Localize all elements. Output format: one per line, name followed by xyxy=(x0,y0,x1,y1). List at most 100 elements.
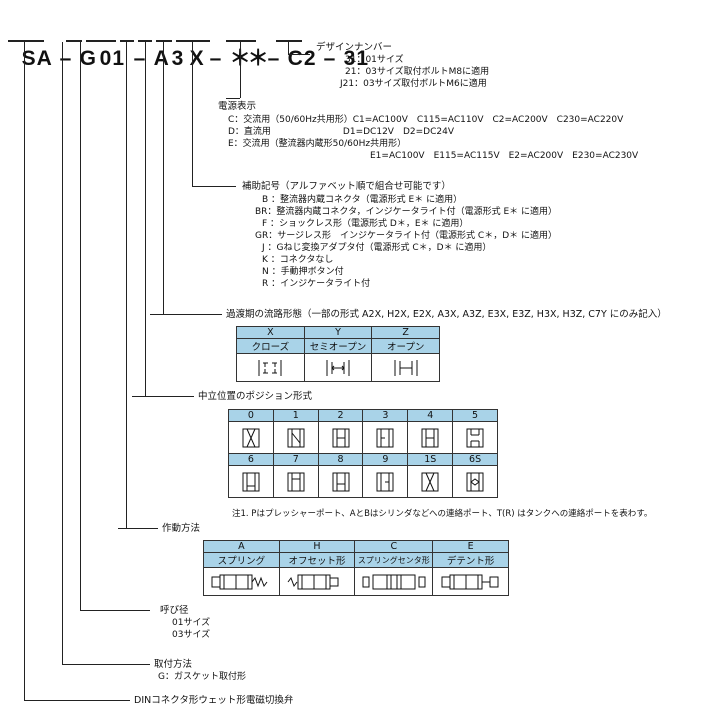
power-line: E1=AC100V E115=AC115V E2=AC200V E230=AC2… xyxy=(370,151,639,161)
neutral-symbol xyxy=(362,465,409,498)
leader-line xyxy=(62,664,150,665)
valve-position-4-icon xyxy=(421,428,439,447)
code-aux: ＊ xyxy=(247,47,270,70)
neutral-symbol xyxy=(317,465,364,498)
valve-position-3-icon xyxy=(376,428,394,447)
aux-item: N ：手動押ボタン付 xyxy=(262,267,344,277)
code-transition: X xyxy=(189,47,205,70)
code-dash: – xyxy=(133,47,147,70)
valve-position-5-icon xyxy=(466,428,484,447)
valve-position-9-icon xyxy=(376,472,394,491)
actuation-code: C xyxy=(354,540,434,553)
actuation-name: デテント形 xyxy=(432,552,509,568)
code-size: 01 xyxy=(99,47,126,70)
closed-symbol-icon xyxy=(258,359,282,376)
nominal-title: 呼び径 xyxy=(160,605,189,616)
code-actuation: A xyxy=(153,47,170,70)
neutral-symbol xyxy=(272,465,319,498)
transition-name: オープン xyxy=(371,338,440,354)
code-dash: – xyxy=(209,47,223,70)
underline-actuation xyxy=(120,40,134,42)
underline-aux xyxy=(176,40,210,42)
leader-line xyxy=(192,186,236,187)
code-series: SA xyxy=(21,47,53,70)
actuation-title: 作動方法 xyxy=(162,523,201,534)
actuation-code: H xyxy=(278,540,356,553)
neutral-table: 0 1 2 3 4 5 6 7 8 9 1S 6S xyxy=(228,409,498,498)
neutral-code: 6 xyxy=(228,453,274,466)
leader-line xyxy=(132,396,194,397)
neutral-code: 4 xyxy=(407,409,454,422)
neutral-code: 1 xyxy=(272,409,319,422)
design-number-title: デザインナンバー xyxy=(316,42,393,53)
neutral-title: 中立位置のポジション形式 xyxy=(198,391,313,402)
transition-code: X xyxy=(236,326,305,339)
leader-line xyxy=(226,98,240,99)
neutral-symbol xyxy=(228,421,274,454)
design-number-item: 31：01サイズ xyxy=(345,55,404,65)
actuation-code: E xyxy=(432,540,509,553)
neutral-symbol xyxy=(272,421,319,454)
leader-line xyxy=(145,42,146,396)
valve-position-1s-icon xyxy=(421,472,439,491)
underline-neutral xyxy=(138,40,152,42)
neutral-symbol xyxy=(452,421,498,454)
actuation-name: スプリングセンタ形 xyxy=(354,552,434,568)
neutral-symbol xyxy=(407,421,454,454)
mount-title: 取付方法 xyxy=(154,659,193,670)
neutral-code: 1S xyxy=(407,453,454,466)
code-power: C2 xyxy=(287,47,317,70)
valve-position-7-icon xyxy=(287,472,305,491)
aux-item: J ：Gねじ変換アダプタ付（電源形式 C＊，D＊ に適用） xyxy=(262,243,492,253)
spring-center-valve-icon xyxy=(362,574,426,589)
leader-line xyxy=(24,42,25,700)
neutral-code: 7 xyxy=(272,453,319,466)
neutral-symbol xyxy=(228,465,274,498)
neutral-code: 0 xyxy=(228,409,274,422)
neutral-symbol xyxy=(362,421,409,454)
neutral-code: 6S xyxy=(452,453,498,466)
transition-symbol-semi xyxy=(303,353,373,382)
code-neutral: 3 xyxy=(171,47,185,70)
leader-line xyxy=(150,314,222,315)
code-aux: ＊ xyxy=(230,42,251,72)
nominal-item: 01サイズ xyxy=(172,618,211,628)
leader-line xyxy=(80,42,81,610)
actuation-code: A xyxy=(203,540,280,553)
neutral-code: 3 xyxy=(362,409,409,422)
valve-position-2-icon xyxy=(332,428,350,447)
neutral-code: 5 xyxy=(452,409,498,422)
transition-name: セミオープン xyxy=(303,338,373,354)
aux-item: F ：ショックレス形（電源形式 D＊，E＊ に適用） xyxy=(262,219,469,229)
actuation-name: オフセット形 xyxy=(278,552,356,568)
underline-design xyxy=(276,40,302,42)
neutral-code: 2 xyxy=(317,409,364,422)
design-number-item: J21：03サイズ取付ボルトM6に適用 xyxy=(340,79,487,89)
transition-name: クローズ xyxy=(236,338,305,354)
offset-valve-icon xyxy=(287,574,339,589)
series-title: DINコネクタ形ウェット形電磁切換弁 xyxy=(134,695,294,706)
actuation-symbol xyxy=(203,567,280,596)
code-design: 31 xyxy=(343,47,370,70)
leader-line xyxy=(240,42,241,98)
design-number-item: 21：03サイズ取付ボルトM8に適用 xyxy=(345,67,490,77)
actuation-symbol xyxy=(354,567,434,596)
transition-code: Z xyxy=(371,326,440,339)
aux-item: BR：整流器内蔵コネクタ，インジケータライト付（電源形式 E＊ に適用） xyxy=(255,207,558,217)
power-line: E：交流用（整流器内蔵形50/60Hz共用形） xyxy=(228,139,407,149)
code-dash: – xyxy=(267,47,281,70)
transition-code: Y xyxy=(303,326,373,339)
code-mount: G xyxy=(79,47,98,70)
transition-symbol-open xyxy=(371,353,440,382)
detent-valve-icon xyxy=(441,574,499,589)
aux-item: B ：整流器内蔵コネクタ（電源形式 E＊ に適用） xyxy=(262,195,463,205)
power-title: 電源表示 xyxy=(218,101,257,112)
leader-line xyxy=(163,42,164,314)
valve-position-1-icon xyxy=(287,428,305,447)
neutral-code: 9 xyxy=(362,453,409,466)
neutral-symbol xyxy=(317,421,364,454)
aux-item: K ：コネクタなし xyxy=(262,255,334,265)
neutral-note: 注1. Pはプレッシャーポート、AとBはシリンダなどへの連絡ポート、T(R) は… xyxy=(232,509,653,519)
open-symbol-icon xyxy=(394,359,418,376)
leader-line xyxy=(62,42,63,664)
